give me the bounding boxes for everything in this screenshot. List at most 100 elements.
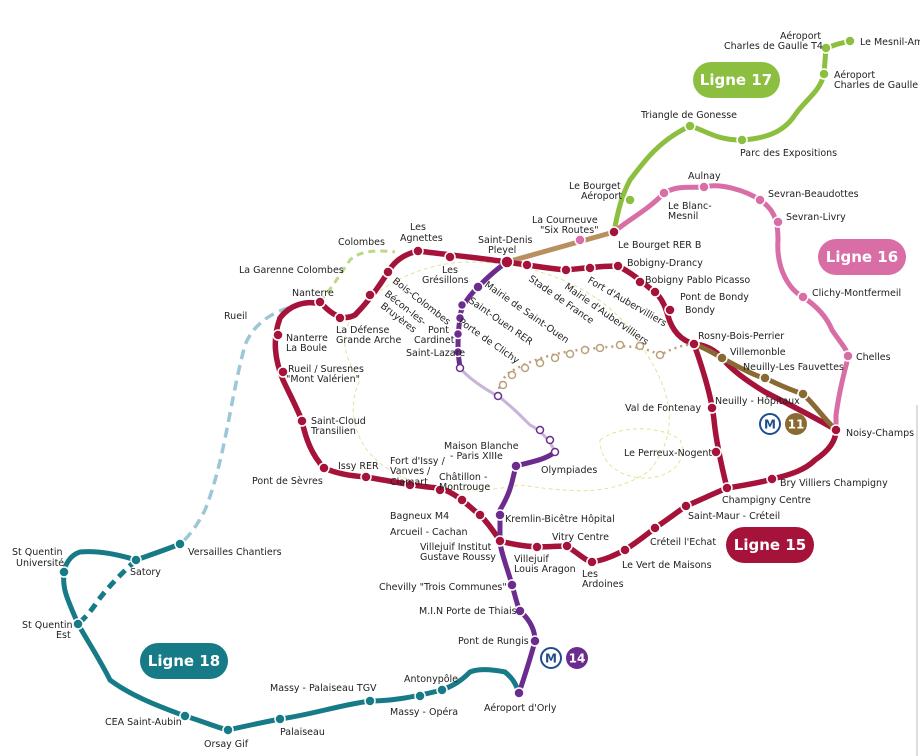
label-valfont: Val de Fontenay xyxy=(625,403,702,414)
station-val-de-fontenay[interactable] xyxy=(706,402,718,414)
station-villejuif-igr[interactable] xyxy=(494,535,506,547)
station-saint-denis-pleyel[interactable] xyxy=(500,255,514,269)
station-cdg-t4[interactable] xyxy=(820,42,832,54)
station-saint-ouen-rer[interactable] xyxy=(456,299,468,311)
station-massy-opera[interactable] xyxy=(414,690,426,702)
station-noisy-champs[interactable] xyxy=(830,424,842,436)
station-champigny[interactable] xyxy=(721,482,733,494)
station-satory[interactable] xyxy=(130,554,142,566)
station-versailles[interactable] xyxy=(174,538,186,550)
station-labels: Le Mesnil-Am Aéroport Charles de Gaulle … xyxy=(12,31,920,750)
station-saint-lazare[interactable] xyxy=(452,346,464,358)
station-pont-cardinet[interactable] xyxy=(452,328,464,340)
line-14-stations xyxy=(452,281,541,699)
label-vjla-a: Villejuif xyxy=(514,554,549,565)
station-creteil[interactable] xyxy=(649,522,661,534)
station-villemonble[interactable] xyxy=(716,352,728,364)
station-bobigny-drancy[interactable] xyxy=(612,260,624,272)
station-blanc-mesnil[interactable] xyxy=(658,187,670,199)
station-fort-aubervilliers[interactable] xyxy=(584,262,596,274)
badge-line-18[interactable]: Ligne 18 xyxy=(140,643,228,679)
station-nanterre[interactable] xyxy=(314,296,326,308)
station-mesnil[interactable] xyxy=(844,35,856,47)
label-gresillons-a: Les xyxy=(442,265,458,276)
station-orly[interactable] xyxy=(513,687,525,699)
station-stq-universite[interactable] xyxy=(58,566,70,578)
station-clichy-montfermeil[interactable] xyxy=(797,291,809,303)
station-stq-est[interactable] xyxy=(72,618,84,630)
label-vitry: Vitry Centre xyxy=(552,532,609,543)
station-cdg-t2[interactable] xyxy=(818,68,830,80)
station-courneuve[interactable] xyxy=(574,234,586,246)
station-bobigny-picasso[interactable] xyxy=(634,276,646,288)
station-palaiseau[interactable] xyxy=(274,713,286,725)
station-neuilly-fauvettes[interactable] xyxy=(759,372,771,384)
station-le-perreux[interactable] xyxy=(710,446,722,458)
label-palaiseau: Palaiseau xyxy=(280,727,325,738)
station-becon[interactable] xyxy=(364,289,376,301)
station-sevran-beaudottes[interactable] xyxy=(754,194,766,206)
badge-line-17[interactable]: Ligne 17 xyxy=(693,62,780,98)
station-sevran-livry[interactable] xyxy=(772,216,784,228)
station-orsay[interactable] xyxy=(222,724,234,736)
label-champigny: Champigny Centre xyxy=(722,495,811,506)
svg-text:Ligne 17: Ligne 17 xyxy=(700,71,772,89)
station-fort-issy[interactable] xyxy=(404,479,416,491)
station-olympiades[interactable] xyxy=(510,460,522,472)
label-creteil: Créteil l'Echat xyxy=(650,537,716,548)
station-saint-cloud[interactable] xyxy=(296,415,308,427)
label-fortissy-c: Clamart xyxy=(390,477,428,488)
label-noisy: Noisy-Champs xyxy=(846,428,914,439)
station-arcueil[interactable] xyxy=(474,509,486,521)
station-bagneux[interactable] xyxy=(456,494,468,506)
station-mairie-aubervilliers[interactable] xyxy=(560,264,572,276)
badge-line-16[interactable]: Ligne 16 xyxy=(818,239,906,275)
station-neuilly-hopitaux[interactable] xyxy=(797,388,809,400)
station-pont-de-bondy[interactable] xyxy=(649,286,661,298)
line-16-stations xyxy=(574,181,854,362)
station-chatillon[interactable] xyxy=(434,484,446,496)
badge-line-15[interactable]: Ligne 15 xyxy=(726,527,814,563)
station-bondy[interactable] xyxy=(664,304,676,316)
station-mairie-saint-ouen[interactable] xyxy=(472,281,484,293)
station-massy-tgv[interactable] xyxy=(364,695,376,707)
station-bourget-aeroport[interactable] xyxy=(624,194,636,206)
station-nanterre-boule[interactable] xyxy=(272,329,284,341)
station-les-ardoines[interactable] xyxy=(586,556,598,568)
station-vert-de-maisons[interactable] xyxy=(619,544,631,556)
label-pontsevres: Pont de Sèvres xyxy=(252,476,323,487)
station-issy-rer[interactable] xyxy=(360,471,372,483)
station-antonypole[interactable] xyxy=(436,684,448,696)
station-vitry-centre[interactable] xyxy=(561,540,573,552)
label-ardoines-a: Les xyxy=(582,569,598,580)
station-bry-villiers[interactable] xyxy=(766,473,778,485)
station-stade-de-france[interactable] xyxy=(521,259,533,271)
station-cea[interactable] xyxy=(179,710,191,722)
station-rueil-suresnes[interactable] xyxy=(277,366,289,378)
station-la-defense[interactable] xyxy=(334,312,346,324)
label-arcueil: Arcueil - Cachan xyxy=(390,527,468,538)
label-rueilsur-a: Rueil / Suresnes xyxy=(288,364,364,375)
station-triangle-gonesse[interactable] xyxy=(684,120,696,132)
station-porte-de-clichy[interactable] xyxy=(454,312,466,324)
station-villejuif-aragon[interactable] xyxy=(531,541,543,553)
station-les-agnettes[interactable] xyxy=(412,245,424,257)
label-cdg4-b: Charles de Gaulle T4 xyxy=(724,41,823,52)
station-chelles[interactable] xyxy=(842,350,854,362)
label-stcloud-b: Transilien xyxy=(310,426,356,437)
station-rosny[interactable] xyxy=(688,338,700,350)
station-chevilly[interactable] xyxy=(506,579,518,591)
station-bourget-rer[interactable] xyxy=(608,226,620,238)
station-les-gresillons[interactable] xyxy=(444,251,456,263)
station-min[interactable] xyxy=(514,605,526,617)
station-pont-de-sevres[interactable] xyxy=(318,462,330,474)
connector-rueil-versailles xyxy=(178,300,321,546)
station-kremlin[interactable] xyxy=(494,509,506,521)
station-pont-de-rungis[interactable] xyxy=(529,635,541,647)
station-parc-expositions[interactable] xyxy=(736,134,748,146)
station-saint-maur[interactable] xyxy=(680,500,692,512)
station-bois-colombes[interactable] xyxy=(382,266,394,278)
label-vjla-b: Louis Aragon xyxy=(514,564,576,575)
label-sdp-b: Pleyel xyxy=(488,245,516,256)
station-aulnay[interactable] xyxy=(698,181,710,193)
